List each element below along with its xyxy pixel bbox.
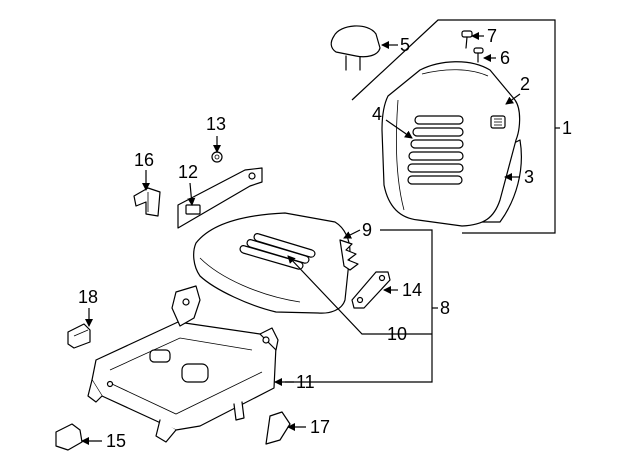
headrest-guide-7 bbox=[461, 30, 473, 49]
callout-9: 9 bbox=[362, 220, 372, 240]
seat-cushion-assembly bbox=[193, 212, 359, 314]
seat-back-heater-element bbox=[407, 115, 464, 185]
callout-8: 8 bbox=[440, 298, 450, 318]
seat-back-group-bracket bbox=[351, 19, 556, 234]
callout-14: 14 bbox=[402, 280, 422, 300]
callout-10: 10 bbox=[387, 324, 407, 344]
seat-cushion-front-edge bbox=[199, 257, 301, 303]
seat-side-bracket bbox=[177, 167, 263, 229]
track-end-cover bbox=[55, 423, 83, 451]
callout-6: 6 bbox=[500, 48, 510, 68]
headrest-guide-6 bbox=[473, 47, 484, 63]
nut bbox=[211, 151, 223, 163]
callout-17: 17 bbox=[310, 417, 330, 437]
callout-15: 15 bbox=[106, 431, 126, 451]
seat-back-top-ridge bbox=[421, 69, 489, 77]
seat-track-assembly bbox=[87, 285, 279, 443]
seat-back-pad bbox=[490, 115, 506, 129]
leader-4 bbox=[385, 119, 413, 139]
trim-clip bbox=[133, 187, 161, 217]
callout-5: 5 bbox=[400, 35, 410, 55]
track-clip bbox=[265, 411, 291, 445]
callout-12: 12 bbox=[178, 162, 198, 182]
callout-7: 7 bbox=[487, 26, 497, 46]
leader-8-bracket bbox=[285, 229, 433, 383]
leader-9 bbox=[343, 229, 361, 239]
callout-labels: 1 2 3 4 5 6 7 8 9 10 11 12 13 14 15 16 1… bbox=[78, 26, 572, 451]
callout-2: 2 bbox=[520, 74, 530, 94]
callout-13: 13 bbox=[206, 114, 226, 134]
leader-12 bbox=[187, 182, 196, 206]
callout-18: 18 bbox=[78, 287, 98, 307]
callout-3: 3 bbox=[524, 167, 534, 187]
headrest bbox=[330, 25, 381, 71]
seat-back-side-edge bbox=[396, 99, 405, 211]
seat-cushion-cutaway bbox=[339, 239, 359, 271]
callout-4: 4 bbox=[372, 104, 382, 124]
callout-16: 16 bbox=[134, 150, 154, 170]
leader-10 bbox=[287, 255, 432, 335]
leader-2 bbox=[505, 93, 521, 105]
seat-cushion bbox=[193, 212, 351, 314]
switch-bracket bbox=[351, 271, 391, 309]
seat-back-assembly bbox=[351, 19, 556, 234]
callout-1: 1 bbox=[562, 118, 572, 138]
adjuster-switch bbox=[67, 323, 91, 349]
leader-lines bbox=[81, 32, 560, 445]
callout-11: 11 bbox=[296, 372, 315, 392]
